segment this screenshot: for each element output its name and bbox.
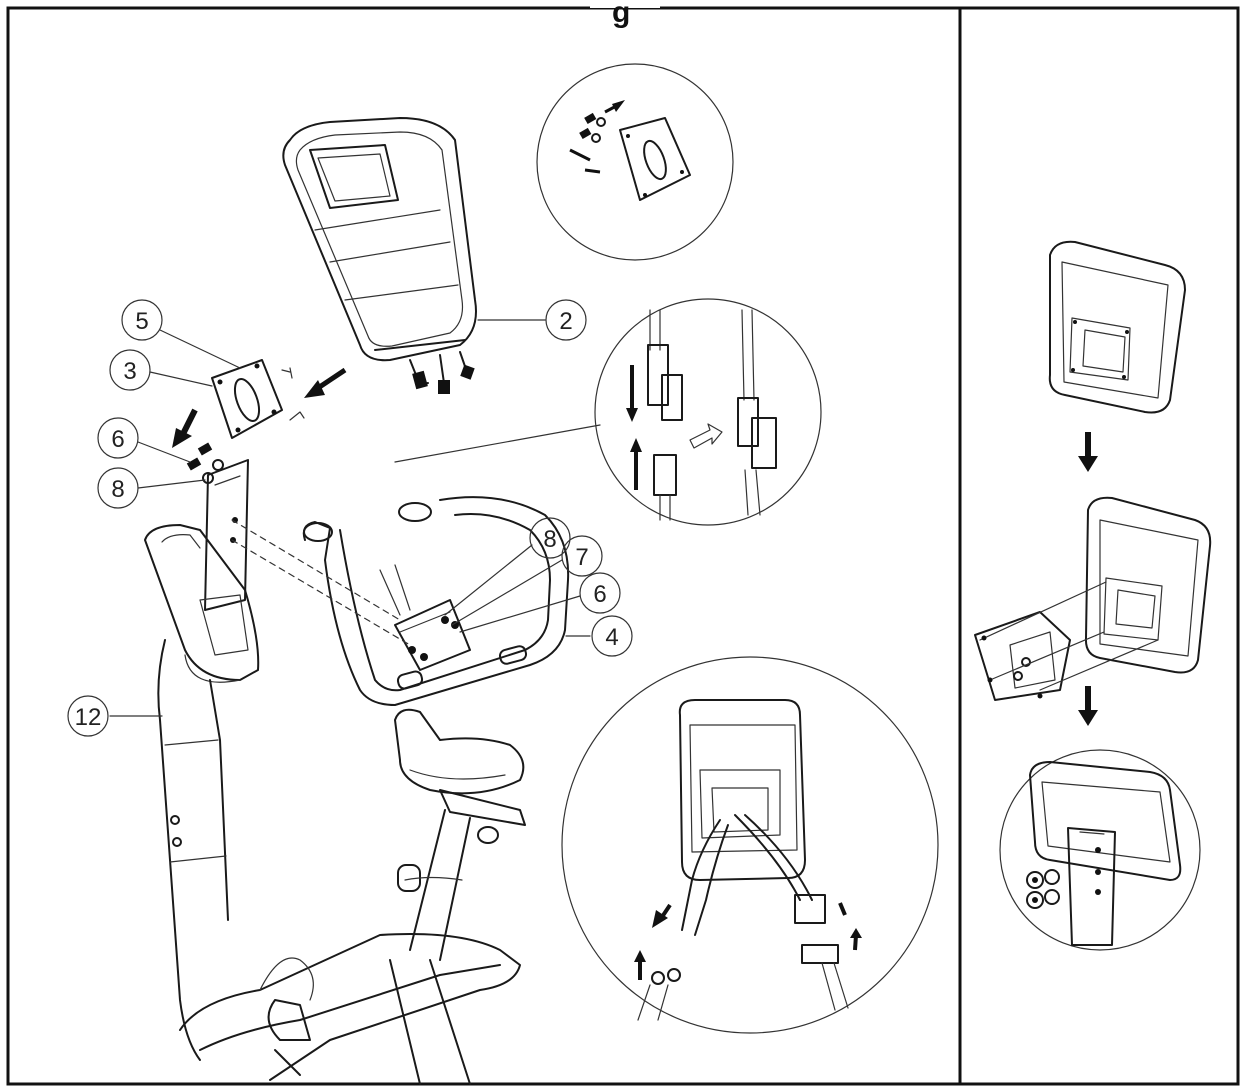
mounting-plate xyxy=(211,359,305,439)
callout-8-right xyxy=(529,517,571,559)
callout-6-right xyxy=(579,572,621,614)
detail-console-back xyxy=(561,656,939,1034)
console-unit xyxy=(282,117,477,394)
callout-2 xyxy=(545,299,587,341)
callout-3-label: 3 xyxy=(123,358,136,385)
main-frame xyxy=(179,933,521,1085)
callout-5 xyxy=(121,299,163,341)
callout-4 xyxy=(591,615,633,657)
callout-6-label: 6 xyxy=(111,426,124,453)
callout-7-label: 7 xyxy=(575,544,588,571)
handlebar xyxy=(302,496,570,706)
callout-3 xyxy=(109,349,151,391)
right-console-back-1 xyxy=(1048,240,1186,414)
callout-8-right-label: 8 xyxy=(543,526,556,553)
bike-seat xyxy=(394,708,526,844)
callout-2-label: 2 xyxy=(559,308,572,335)
callout-7 xyxy=(561,535,603,577)
detail-plate-screws xyxy=(536,63,734,261)
callout-8 xyxy=(97,467,139,509)
callout-12-label: 12 xyxy=(75,704,102,731)
figure-title-fragment: g xyxy=(612,0,630,29)
callout-6-right-label: 6 xyxy=(593,581,606,608)
detail-wire-connectors xyxy=(594,298,822,526)
callout-6 xyxy=(97,417,139,459)
mast-base-tray xyxy=(144,524,260,683)
callout-4-label: 4 xyxy=(605,624,618,651)
bolts-washers xyxy=(186,442,224,484)
callout-12 xyxy=(67,695,109,737)
right-console-back-2 xyxy=(974,496,1212,701)
callout-8-label: 8 xyxy=(111,476,124,503)
outer-frame xyxy=(6,6,1240,1086)
right-detail-mast-bolts xyxy=(999,749,1201,951)
callout-5-label: 5 xyxy=(135,308,148,335)
frame-upright xyxy=(157,639,229,1061)
